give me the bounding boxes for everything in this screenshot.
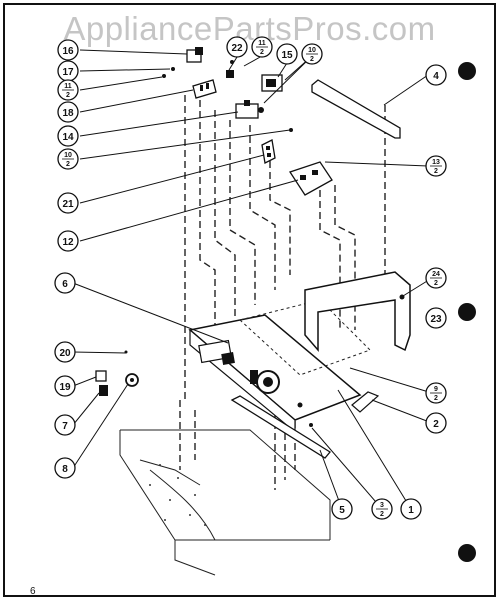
callout-13-den: 2 xyxy=(434,168,438,175)
callout-4: 4 xyxy=(433,71,439,82)
callout-24-num: 24 xyxy=(432,271,440,278)
callout-24-den: 2 xyxy=(434,280,438,287)
callout-top-11-den: 2 xyxy=(260,49,264,56)
callout-17: 17 xyxy=(62,67,74,78)
component-7-clip xyxy=(99,385,108,396)
rear-bracket xyxy=(304,271,411,353)
callout-23: 23 xyxy=(430,314,442,325)
callout-16: 16 xyxy=(62,46,74,57)
callout-3-den: 2 xyxy=(380,511,384,518)
callout-18: 18 xyxy=(62,108,74,119)
callout-7: 7 xyxy=(62,421,68,432)
callout-20: 20 xyxy=(59,348,71,359)
callout-11-2-num: 11 xyxy=(64,83,72,90)
component-15 xyxy=(261,74,283,92)
callout-9-num: 9 xyxy=(434,386,438,393)
page-border xyxy=(3,3,496,597)
callout-top-10-num: 10 xyxy=(308,47,316,54)
component-12-board xyxy=(288,161,333,196)
callout-top-11-num: 11 xyxy=(258,40,266,47)
screws xyxy=(124,67,313,427)
component-16 xyxy=(186,47,203,63)
base-speckle xyxy=(149,464,206,526)
callout-14: 14 xyxy=(62,132,74,143)
callout-6: 6 xyxy=(62,279,68,290)
binder-hole-middle xyxy=(458,303,476,321)
bottom-trim xyxy=(230,395,331,459)
callout-2: 2 xyxy=(433,419,439,430)
fraction-bars xyxy=(62,46,442,510)
binder-hole-top xyxy=(458,62,476,80)
page-number: 6 xyxy=(30,586,36,597)
console-back-outline xyxy=(238,299,371,376)
callout-8: 8 xyxy=(62,464,68,475)
watermark-text: AppliancePartsPros.com xyxy=(63,10,436,47)
top-rail xyxy=(311,79,401,139)
callout-12: 12 xyxy=(62,237,74,248)
callout-1: 1 xyxy=(408,505,414,516)
callout-5: 5 xyxy=(339,505,345,516)
lens-part xyxy=(351,391,380,413)
leader-lines xyxy=(72,49,433,510)
control-panel xyxy=(188,314,362,434)
binder-hole-bottom xyxy=(458,544,476,562)
callout-10-2-den: 2 xyxy=(66,161,70,168)
callout-11-2-den: 2 xyxy=(66,92,70,99)
callout-21: 21 xyxy=(62,199,74,210)
callout-22: 22 xyxy=(231,43,243,54)
callout-10-2-num: 10 xyxy=(64,152,72,159)
callout-top-10-den: 2 xyxy=(310,56,314,63)
component-14-switch xyxy=(235,100,264,119)
component-19-knob xyxy=(95,370,107,382)
component-21-connector xyxy=(261,139,276,164)
component-8-washer xyxy=(125,373,139,387)
callout-3-num: 3 xyxy=(380,502,384,509)
base-panel xyxy=(119,429,331,576)
callout-15: 15 xyxy=(281,50,293,61)
callout-19: 19 xyxy=(59,382,71,393)
callout-13-num: 13 xyxy=(432,159,440,166)
component-18-switch xyxy=(192,79,217,99)
callout-9-den: 2 xyxy=(434,395,438,402)
